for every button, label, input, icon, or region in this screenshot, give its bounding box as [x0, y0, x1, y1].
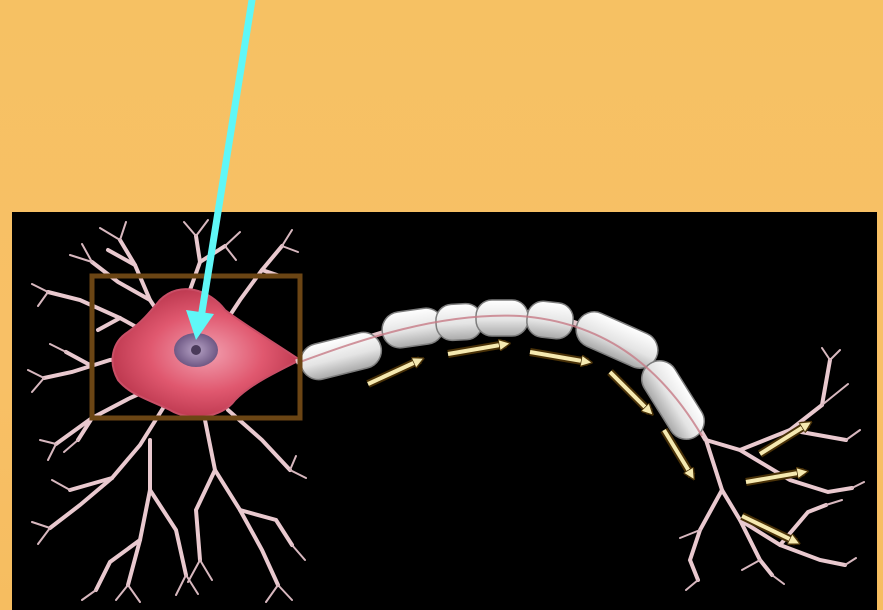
myelin-sheath — [297, 300, 711, 446]
axon-terminals — [680, 348, 864, 590]
myelin-segment — [476, 300, 528, 336]
cell-body — [113, 289, 300, 417]
nucleolus — [191, 345, 201, 355]
signal-arrows — [368, 344, 808, 542]
nucleus-pointer-arrow — [186, 0, 252, 340]
